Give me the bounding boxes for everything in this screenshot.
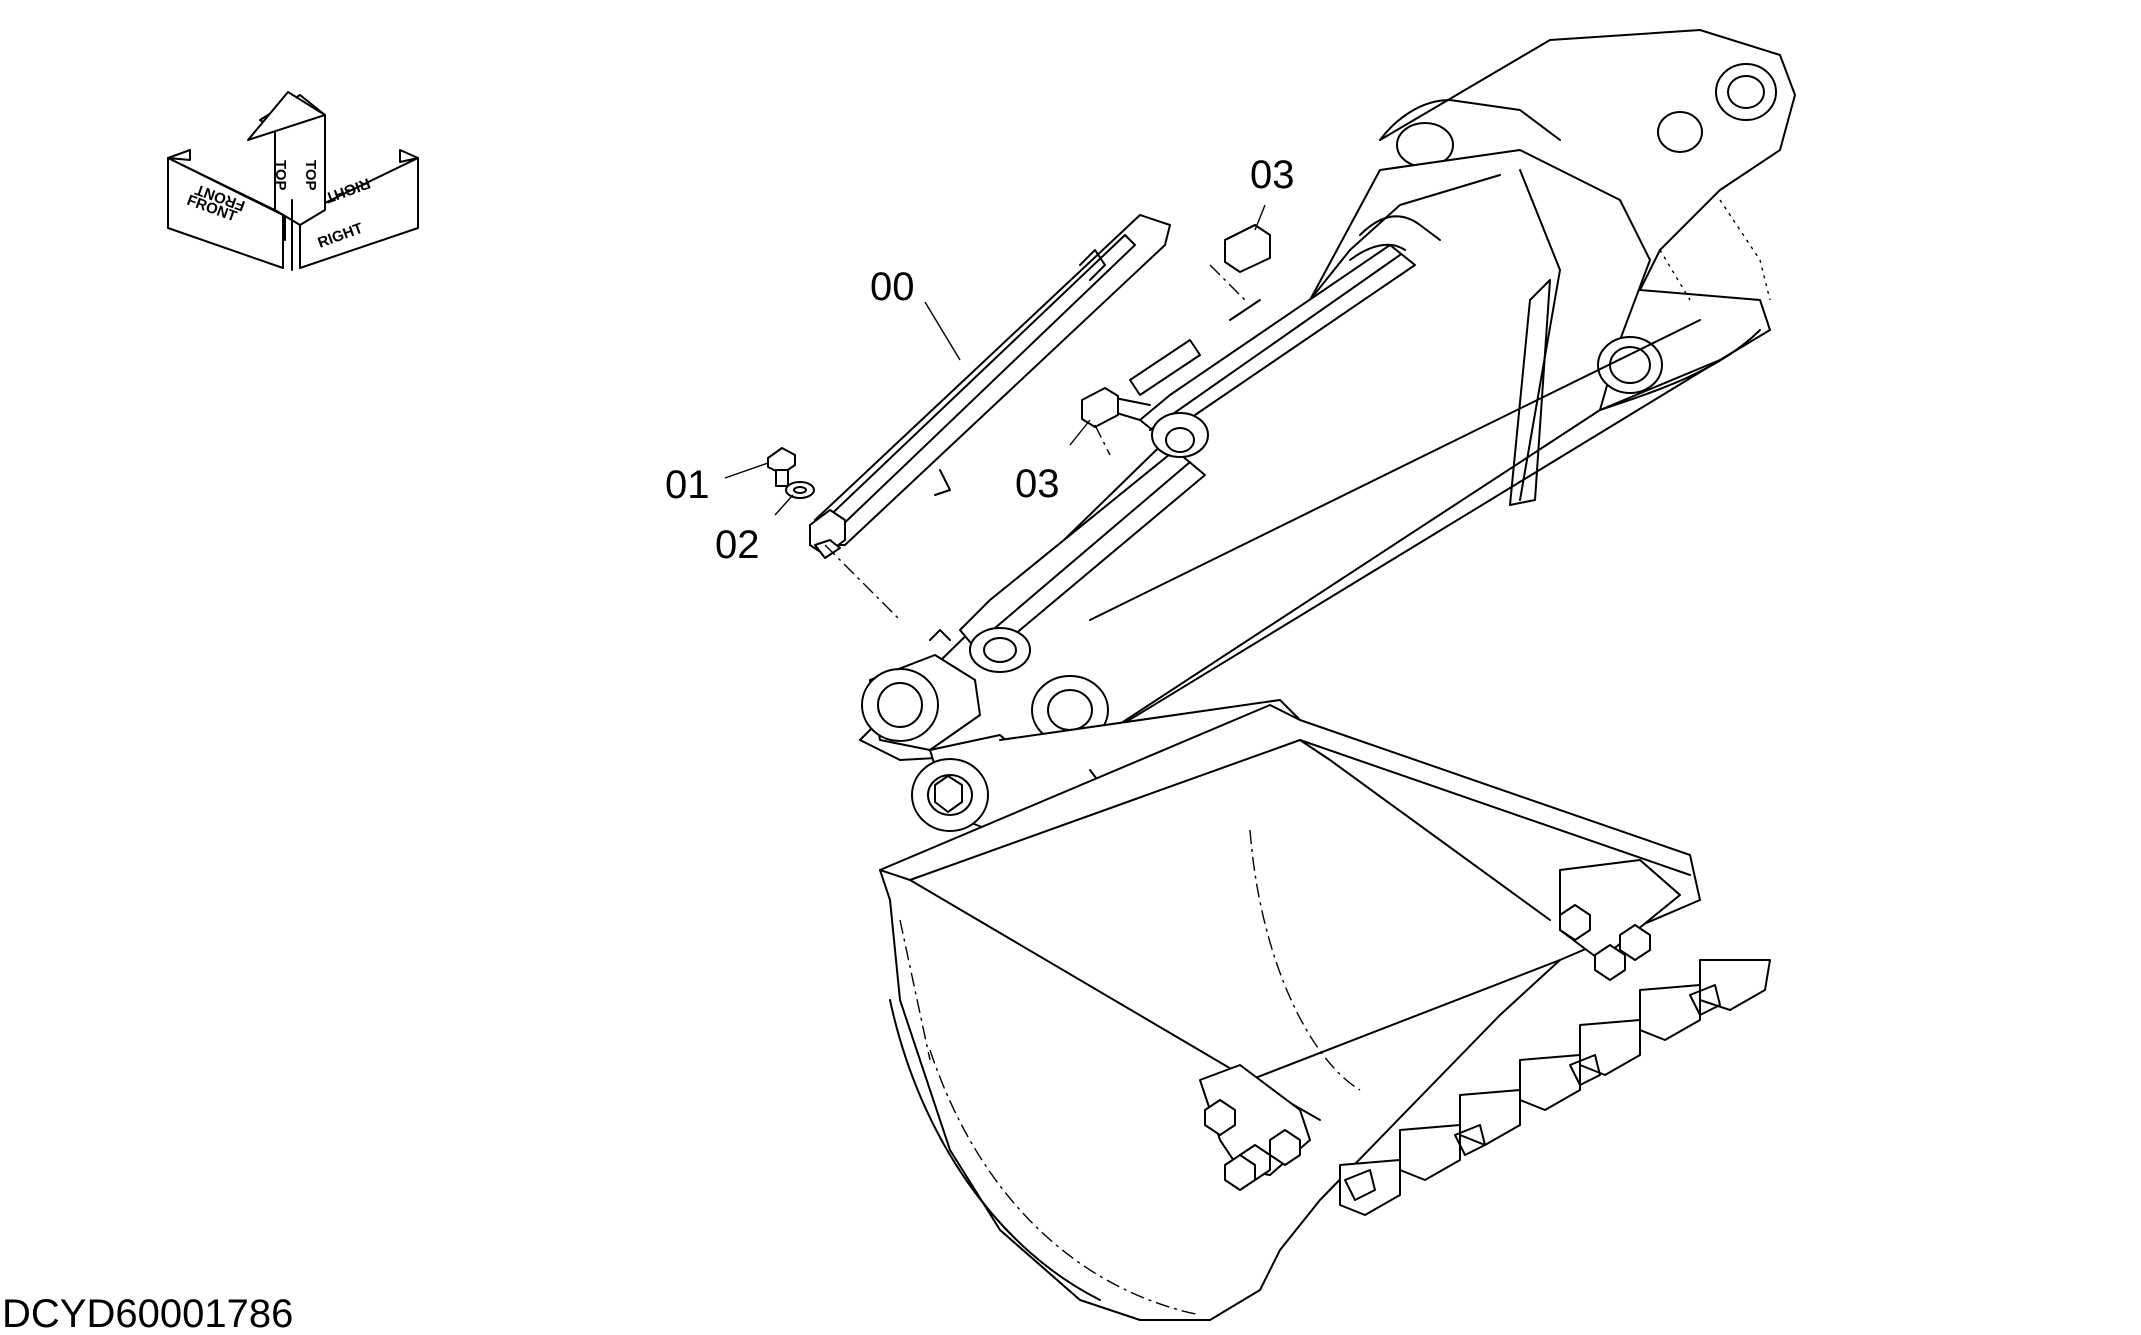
callout-01: 01 — [665, 463, 710, 507]
orientation-top-label-mirror: TOP — [302, 160, 319, 191]
part-01-bolt — [767, 447, 796, 487]
callout-00: 00 — [870, 265, 915, 309]
drawing-id: DCYD60001786 — [2, 1292, 293, 1335]
arm-structure — [859, 29, 1796, 761]
callout-02: 02 — [715, 523, 760, 567]
part-00-cover — [809, 214, 1171, 559]
callout-03-lower: 03 — [1015, 462, 1060, 506]
part-03-spacer-upper — [1224, 224, 1271, 273]
callout-03-upper: 03 — [1250, 153, 1295, 197]
leader-lines — [724, 204, 1266, 621]
bucket-cylinder — [929, 244, 1416, 673]
part-03-spacer-lower — [1081, 387, 1119, 428]
part-02-washer — [785, 481, 815, 499]
orientation-symbol: FRONT FRONT TOP TOP RIGHT RIGHT — [167, 91, 419, 271]
orientation-top-label: TOP — [272, 160, 289, 191]
bucket — [879, 704, 1771, 1321]
